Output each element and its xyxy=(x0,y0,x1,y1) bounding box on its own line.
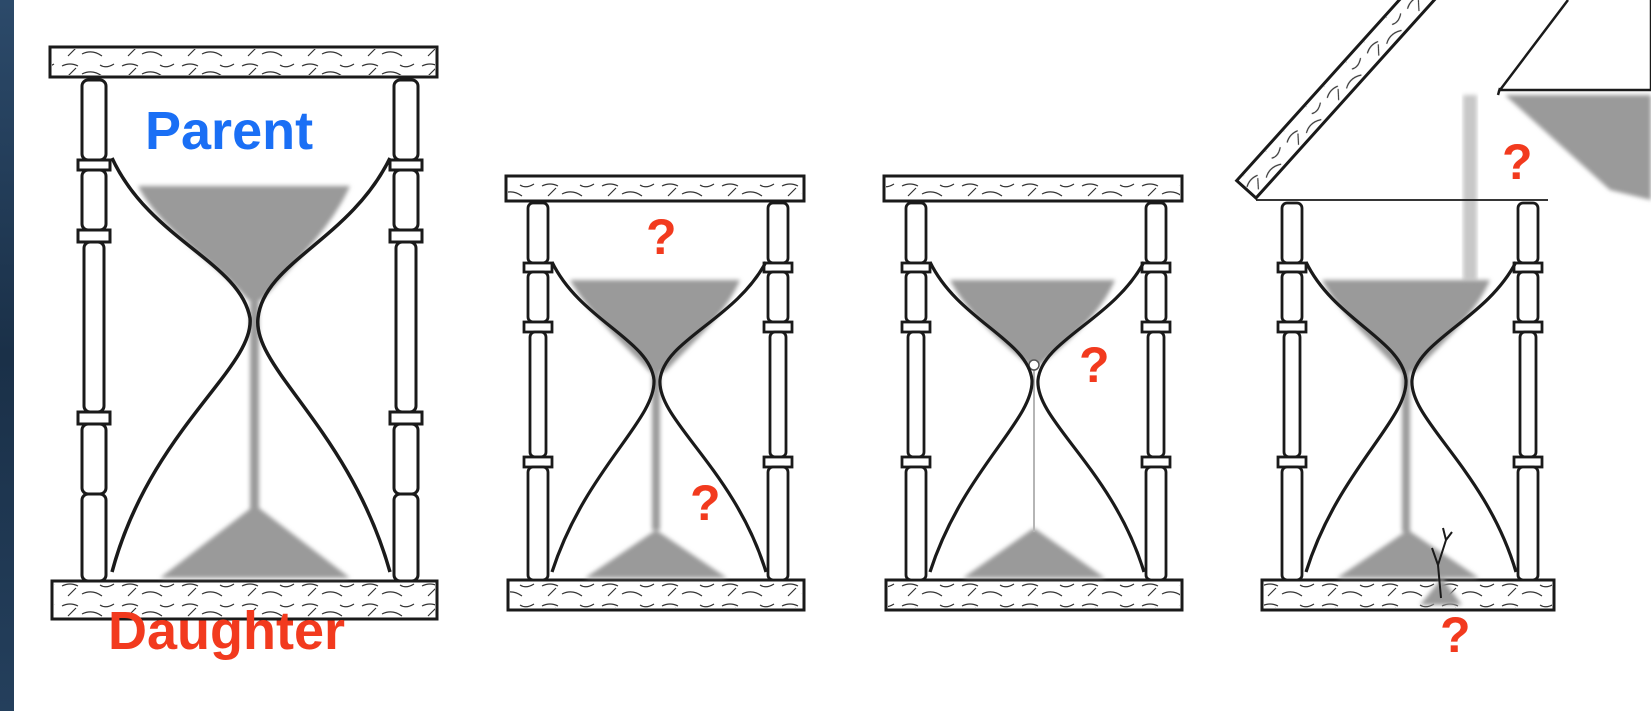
hourglass-3 xyxy=(884,176,1182,610)
daughter-label: Daughter xyxy=(108,604,345,658)
hourglass-4-open xyxy=(1237,0,1651,610)
question-mark-parent-2: ? xyxy=(646,212,677,262)
question-mark-daughter-2: ? xyxy=(690,478,721,528)
question-mark-flow-3: ? xyxy=(1079,340,1110,390)
parent-label: Parent xyxy=(145,104,313,158)
question-mark-leak-4: ? xyxy=(1440,610,1471,660)
question-mark-input-4: ? xyxy=(1502,137,1533,187)
